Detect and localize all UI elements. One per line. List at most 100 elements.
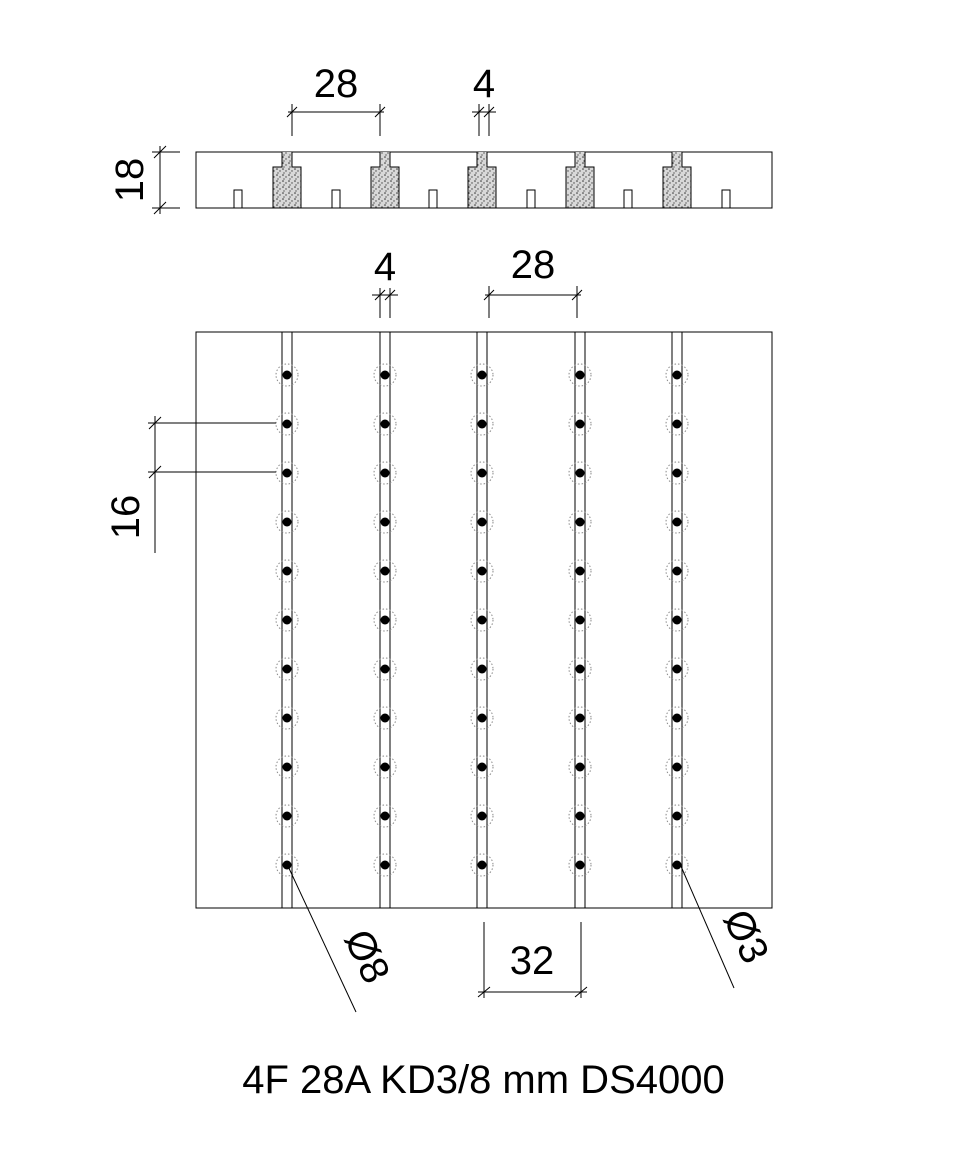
inner-hole-dot	[575, 468, 585, 478]
outer-hole-circle	[665, 608, 689, 632]
section-groove	[428, 189, 438, 209]
hole-spacing-dimension	[148, 416, 276, 553]
section-pitch-dimension	[286, 104, 386, 136]
inner-hole-dot	[477, 860, 487, 870]
drawing-title: 4F 28A KD3/8 mm DS4000	[242, 1058, 725, 1102]
outer-diameter-label: Ø8	[336, 923, 398, 990]
outer-hole-circle	[568, 657, 592, 681]
section-groove	[721, 189, 731, 209]
outer-hole-circle	[568, 853, 592, 877]
inner-hole-dot	[477, 370, 487, 380]
outer-hole-circle	[665, 461, 689, 485]
outer-hole-circle	[275, 804, 299, 828]
plan-outline	[195, 331, 773, 909]
inner-hole-dot	[282, 370, 292, 380]
inner-diameter-label: Ø3	[715, 903, 777, 970]
outer-hole-circle	[373, 853, 397, 877]
inner-hole-dot	[672, 517, 682, 527]
inner-hole-dot	[477, 517, 487, 527]
section-view	[195, 151, 773, 209]
inner-hole-dot	[282, 762, 292, 772]
inner-hole-dot	[380, 468, 390, 478]
outer-hole-circle	[665, 853, 689, 877]
outer-hole-circle	[275, 706, 299, 730]
plan-pitch-dimension	[483, 286, 583, 318]
outer-hole-circle	[665, 412, 689, 436]
inner-hole-dot	[672, 370, 682, 380]
inner-hole-dot	[672, 566, 682, 576]
section-joint	[467, 152, 497, 209]
outer-hole-circle	[568, 461, 592, 485]
inner-hole-dot	[672, 713, 682, 723]
outer-hole-circle	[373, 657, 397, 681]
inner-hole-dot	[282, 615, 292, 625]
outer-hole-circle	[665, 657, 689, 681]
inner-hole-dot	[575, 860, 585, 870]
inner-hole-dot	[575, 615, 585, 625]
section-groove	[526, 189, 536, 209]
outer-hole-circle	[275, 510, 299, 534]
outer-hole-circle	[568, 363, 592, 387]
section-features	[233, 152, 731, 209]
outer-hole-circle	[373, 804, 397, 828]
inner-hole-dot	[575, 713, 585, 723]
inner-hole-dot	[282, 419, 292, 429]
inner-hole-dot	[575, 762, 585, 772]
inner-hole-dot	[672, 860, 682, 870]
outer-hole-circle	[470, 608, 494, 632]
inner-hole-dot	[477, 419, 487, 429]
section-joint	[565, 152, 595, 209]
outer-diameter-leader	[286, 863, 357, 1013]
inner-hole-dot	[380, 615, 390, 625]
inner-hole-dot	[380, 517, 390, 527]
inner-hole-dot	[575, 370, 585, 380]
outer-hole-circle	[373, 559, 397, 583]
outer-hole-circle	[665, 755, 689, 779]
outer-hole-circle	[470, 412, 494, 436]
inner-hole-dot	[380, 713, 390, 723]
inner-hole-dot	[380, 664, 390, 674]
outer-hole-circle	[373, 706, 397, 730]
inner-hole-dot	[380, 860, 390, 870]
outer-hole-circle	[568, 559, 592, 583]
inner-hole-dot	[282, 468, 292, 478]
outer-hole-circle	[275, 608, 299, 632]
outer-hole-circle	[568, 412, 592, 436]
inner-hole-dot	[380, 566, 390, 576]
inner-hole-dot	[575, 664, 585, 674]
inner-hole-dot	[575, 566, 585, 576]
outer-hole-circle	[665, 559, 689, 583]
inner-hole-dot	[672, 615, 682, 625]
outer-hole-circle	[568, 510, 592, 534]
plan-pitch-label: 28	[511, 243, 556, 287]
inner-hole-dot	[477, 713, 487, 723]
outer-hole-circle	[275, 461, 299, 485]
section-height-dimension	[152, 145, 180, 215]
outer-hole-circle	[275, 559, 299, 583]
outer-hole-circle	[568, 804, 592, 828]
inner-hole-dot	[477, 615, 487, 625]
section-joint	[272, 152, 302, 209]
outer-hole-circle	[665, 706, 689, 730]
outer-hole-circle	[470, 559, 494, 583]
outer-hole-circle	[275, 657, 299, 681]
outer-hole-circle	[470, 657, 494, 681]
section-pitch-label: 28	[314, 62, 359, 106]
outer-hole-circle	[373, 461, 397, 485]
section-joint	[662, 152, 692, 209]
section-joint	[370, 152, 400, 209]
plan-view	[195, 331, 773, 909]
inner-hole-dot	[477, 566, 487, 576]
inner-diameter-leader	[679, 863, 735, 989]
outer-hole-circle	[275, 412, 299, 436]
inner-hole-dot	[672, 762, 682, 772]
section-slot-dimension	[472, 104, 496, 136]
bottom-spacing-dimension	[477, 922, 588, 998]
outer-hole-circle	[373, 412, 397, 436]
section-height-label: 18	[108, 158, 152, 203]
inner-hole-dot	[477, 664, 487, 674]
outer-hole-circle	[470, 510, 494, 534]
outer-hole-circle	[665, 363, 689, 387]
inner-hole-dot	[672, 468, 682, 478]
plan-features	[275, 332, 689, 908]
